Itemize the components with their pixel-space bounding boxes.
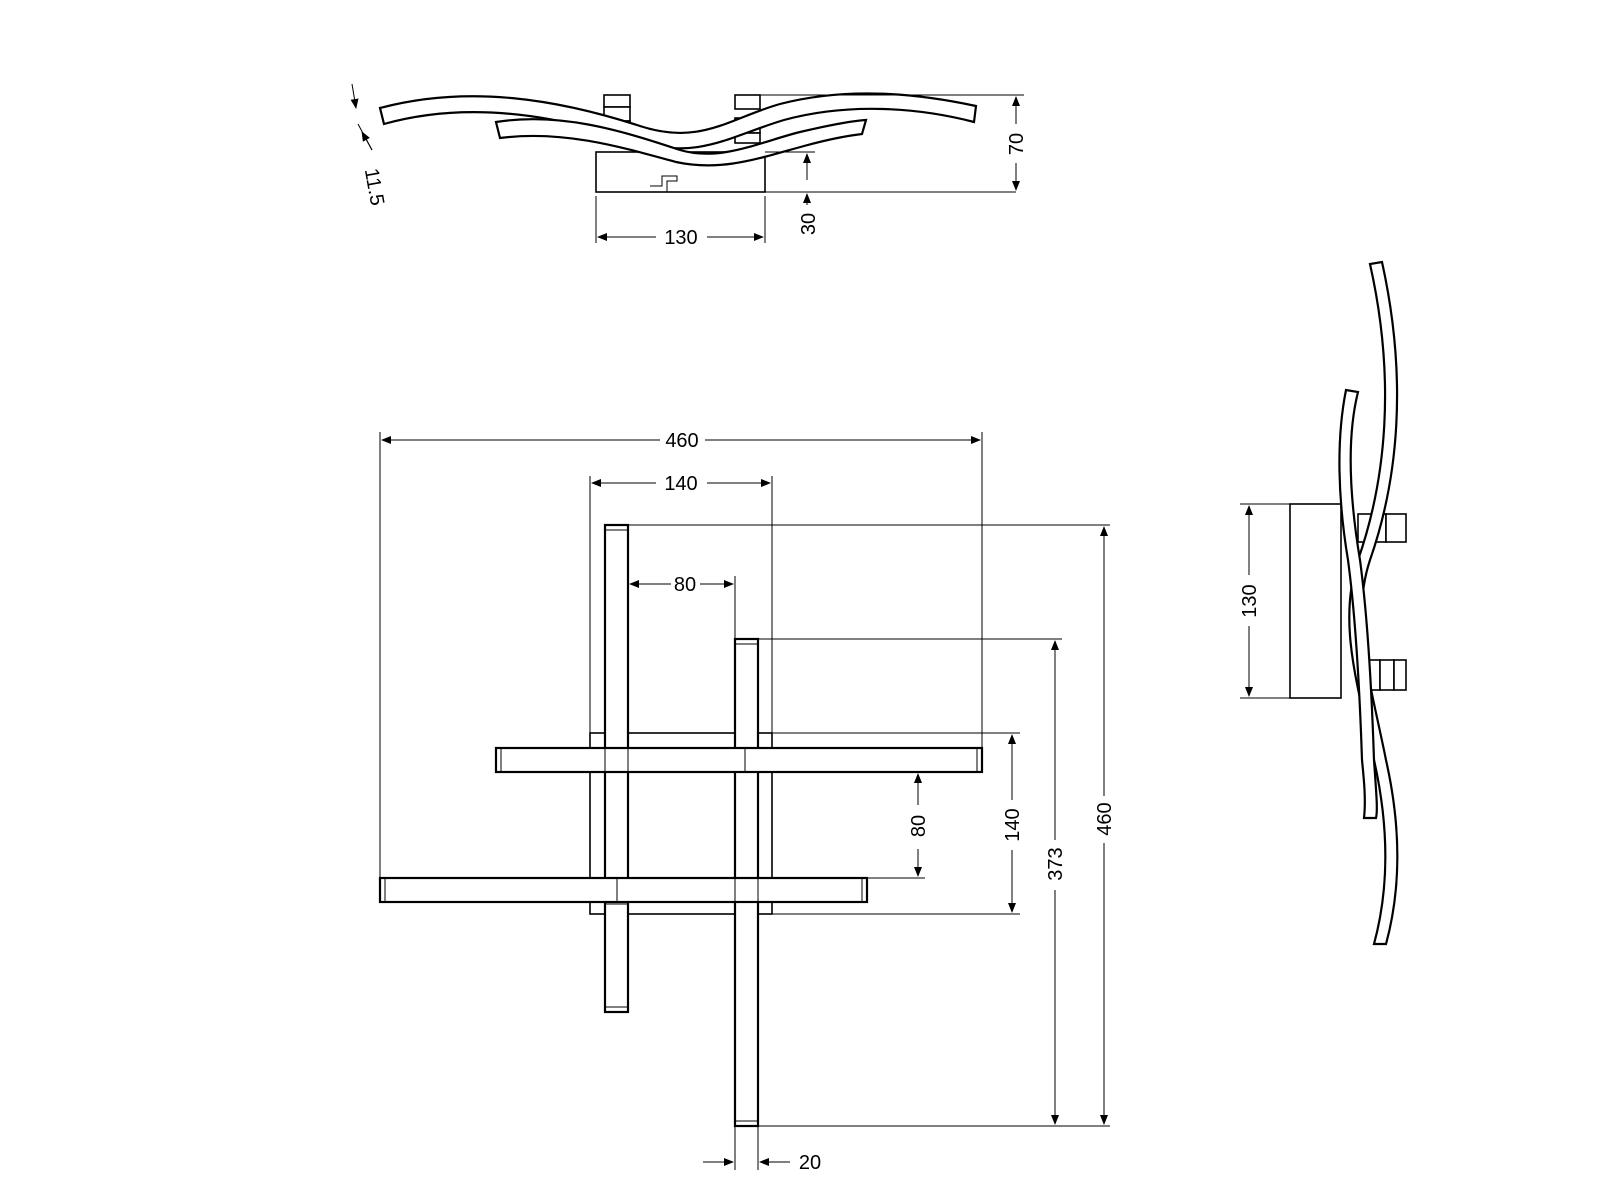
top-view-upper-wave	[378, 92, 978, 150]
front-plan-view: 460 140 80 80	[378, 430, 1116, 1174]
dim-side-base-width: 130	[1239, 503, 1290, 699]
dim-front-overall-length-label: 460	[1094, 802, 1116, 835]
dim-front-base-width-label: 140	[664, 473, 697, 495]
dim-top-base-height-label: 30	[798, 213, 820, 235]
dim-top-total-height-label: 70	[1006, 133, 1028, 155]
top-view-base-slot	[650, 175, 678, 193]
dim-front-bar-thickness-label: 20	[799, 1152, 821, 1174]
side-view-short-wave	[1338, 388, 1378, 820]
top-elevation-view: 11.5 130 30 70	[350, 83, 1028, 249]
dim-front-base-height: 140	[772, 732, 1024, 915]
dim-side-base-width-label: 130	[1239, 584, 1261, 617]
front-view-bar-horizontal-upper	[494, 746, 984, 774]
dim-front-overall-width: 460	[379, 430, 983, 878]
dim-front-base-width: 140	[589, 473, 773, 733]
dim-front-inner-length: 373	[758, 638, 1110, 1127]
side-elevation-view: 130	[1239, 260, 1407, 946]
dim-top-base-width: 130	[595, 196, 766, 249]
dim-front-bar-spacing-x: 80	[629, 574, 736, 639]
front-view-bar-horizontal-lower	[378, 876, 869, 904]
side-view-stud-lower	[1367, 659, 1407, 691]
dim-front-bar-spacing-y-label: 80	[908, 815, 930, 837]
dim-top-base-height: 30	[765, 151, 1016, 235]
dim-top-offset-label: 11.5	[360, 167, 388, 208]
dim-front-bar-spacing-y: 80	[758, 773, 930, 879]
dim-front-inner-length-label: 373	[1045, 847, 1067, 880]
dim-top-total-height: 70	[760, 94, 1028, 191]
dim-front-bar-thickness: 20	[703, 1126, 821, 1174]
dim-top-offset: 11.5	[350, 83, 388, 208]
dim-front-overall-length: 460	[628, 524, 1116, 1125]
side-view-base	[1289, 503, 1342, 699]
dim-front-base-height-label: 140	[1002, 808, 1024, 841]
dim-front-bar-spacing-x-label: 80	[674, 574, 696, 596]
dim-front-overall-width-label: 460	[665, 430, 698, 452]
dim-top-base-width-label: 130	[664, 227, 697, 249]
